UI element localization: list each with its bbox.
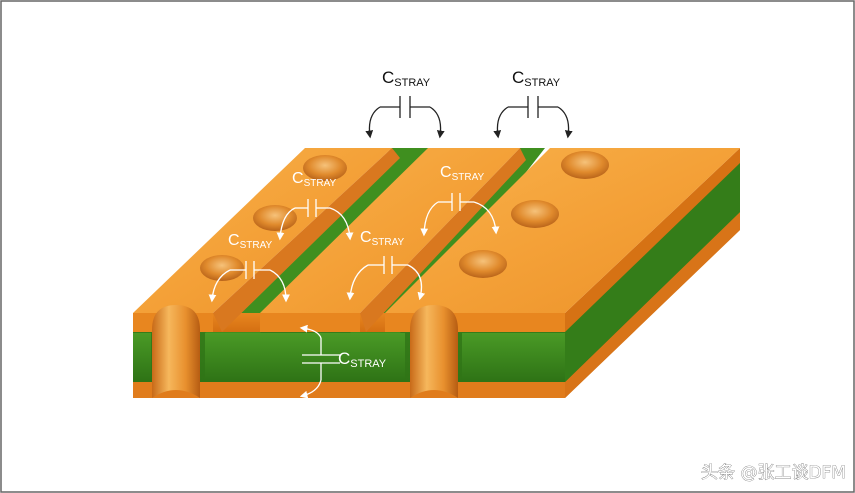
label-stray-t3: CSTRAY — [228, 232, 272, 251]
cap-symbol-t4 — [346, 256, 426, 301]
cap-symbol-front — [299, 324, 340, 399]
cap-symbol-t2 — [420, 193, 500, 237]
label-stray-t2: CSTRAY — [440, 164, 484, 183]
cap-symbol-t1 — [276, 199, 354, 241]
label-stray-top-right: CSTRAY — [512, 68, 561, 89]
label-stray-t1: CSTRAY — [292, 170, 336, 189]
via-holes-top — [200, 151, 609, 281]
watermark-text: 头条 @张工谈DFM — [701, 463, 846, 483]
label-stray-top-left: CSTRAY — [382, 68, 431, 89]
cap-symbol-t3 — [208, 261, 290, 303]
via-barrels-front — [152, 305, 458, 398]
trace-middle — [260, 148, 526, 332]
trace-left — [133, 148, 400, 332]
label-stray-t4: CSTRAY — [360, 229, 404, 248]
cap-symbol-top-left — [365, 96, 445, 139]
label-stray-front: CSTRAY — [338, 349, 387, 370]
cap-symbol-top-right — [493, 96, 573, 139]
